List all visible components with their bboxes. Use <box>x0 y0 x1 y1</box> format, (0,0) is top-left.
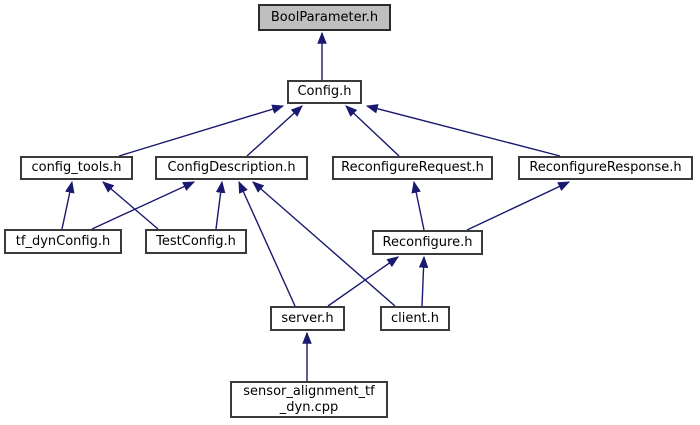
node-label-bool-parameter-h: BoolParameter.h <box>270 9 379 25</box>
node-label-config-description-h: ConfigDescription.h <box>167 160 296 175</box>
edge-server-h-to-reconfigure-h <box>327 256 399 307</box>
node-config-description-h[interactable]: ConfigDescription.h <box>155 156 308 180</box>
edge-testconfig-h-to-config-description-h <box>215 180 226 230</box>
node-reconfigure-response-h[interactable]: ReconfigureResponse.h <box>518 156 693 180</box>
edge-reconfigure-h-to-reconfigure-request-h <box>411 180 425 231</box>
node-reconfigure-request-h[interactable]: ReconfigureRequest.h <box>332 156 493 180</box>
edge-config-tools-h-to-config-h <box>118 104 285 157</box>
node-bool-parameter-h: BoolParameter.h <box>258 4 391 31</box>
edge-server-h-to-config-description-h <box>238 180 296 307</box>
node-config-h[interactable]: Config.h <box>287 80 362 104</box>
node-testconfig-h[interactable]: TestConfig.h <box>145 229 247 254</box>
edge-reconfigure-h-to-reconfigure-response-h <box>466 181 571 231</box>
edge-client-h-to-reconfigure-h <box>418 255 429 307</box>
edge-tf-dynconfig-h-to-config-description-h <box>91 181 196 230</box>
node-config-tools-h[interactable]: config_tools.h <box>20 156 133 180</box>
edge-testconfig-h-to-config-tools-h <box>102 181 159 230</box>
node-client-h[interactable]: client.h <box>380 306 450 331</box>
node-label-config-h: Config.h <box>297 84 352 99</box>
node-label-reconfigure-response-h: ReconfigureResponse.h <box>529 160 682 175</box>
node-label-testconfig-h: TestConfig.h <box>156 233 236 249</box>
node-sensor-alignment-tf-dyn-cpp[interactable]: sensor_alignment_tf _dyn.cpp <box>230 381 388 418</box>
node-label-server-h: server.h <box>281 310 334 326</box>
edge-client-h-to-config-description-h <box>252 181 396 307</box>
node-label-sensor-alignment-tf-dyn-cpp: sensor_alignment_tf _dyn.cpp <box>243 383 375 415</box>
edge-reconfigure-request-h-to-config-h <box>345 105 400 157</box>
edge-tf-dynconfig-h-to-config-tools-h <box>61 180 75 230</box>
node-tf-dynconfig-h[interactable]: tf_dynConfig.h <box>4 229 122 254</box>
node-label-config-tools-h: config_tools.h <box>31 160 122 175</box>
edge-config-description-h-to-config-h <box>246 105 303 157</box>
node-label-reconfigure-request-h: ReconfigureRequest.h <box>341 160 484 175</box>
node-label-reconfigure-h: Reconfigure.h <box>382 234 473 250</box>
node-reconfigure-h[interactable]: Reconfigure.h <box>372 230 483 255</box>
node-server-h[interactable]: server.h <box>270 306 345 331</box>
edge-reconfigure-response-h-to-config-h <box>365 104 561 157</box>
node-label-tf-dynconfig-h: tf_dynConfig.h <box>15 233 111 249</box>
node-label-client-h: client.h <box>390 310 440 326</box>
